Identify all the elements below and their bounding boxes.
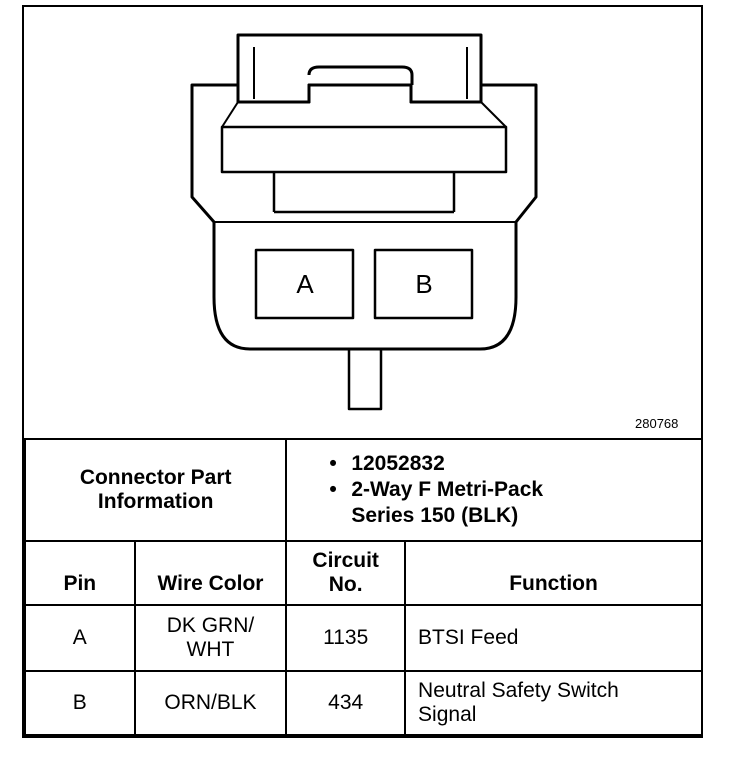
connector-housing — [190, 83, 538, 351]
row-a-function: BTSI Feed — [404, 604, 703, 672]
connector-diagram: A B — [190, 33, 538, 411]
connector-table: Connector Part Information 12052832 2-Wa… — [23, 438, 703, 736]
row-a-pin: A — [24, 604, 136, 672]
row-b-wire-color: ORN/BLK — [133, 670, 288, 736]
row-a-circuit: 1135 — [285, 604, 407, 672]
pin-label-a: A — [296, 269, 314, 299]
header-function: Function — [404, 540, 703, 606]
row-b-function: Neutral Safety Switch Signal — [404, 670, 703, 736]
row-b-circuit: 434 — [285, 670, 407, 736]
table-row: B ORN/BLK 434 Neutral Safety Switch Sign… — [24, 670, 703, 736]
latch-slot — [307, 65, 414, 85]
diagram-reference-number: 280768 — [635, 416, 679, 431]
header-wire-color: Wire Color — [133, 540, 288, 606]
header-pin: Pin — [24, 540, 136, 606]
part-number: 12052832 — [327, 451, 701, 477]
table-row: A DK GRN/ WHT 1135 BTSI Feed — [24, 604, 703, 672]
row-b-pin: B — [24, 670, 136, 736]
pin-label-b: B — [415, 269, 432, 299]
connector-info-label: Connector Part Information — [23, 438, 288, 542]
connector-info-row: Connector Part Information 12052832 2-Wa… — [23, 438, 703, 542]
connector-sheet: A B 280768 Connector Part Information 12… — [22, 5, 703, 738]
table-header-row: Pin Wire Color Circuit No. Function — [24, 540, 703, 606]
row-a-wire-color: DK GRN/ WHT — [133, 604, 288, 672]
header-circuit-no: Circuit No. — [285, 540, 407, 606]
connector-info-list: 12052832 2-Way F Metri-Pack Series 150 (… — [327, 451, 701, 529]
wire-lead — [347, 347, 383, 411]
connector-info-values: 12052832 2-Way F Metri-Pack Series 150 (… — [285, 438, 703, 542]
pin-cavity-b — [373, 248, 474, 320]
connector-description: 2-Way F Metri-Pack Series 150 (BLK) — [327, 477, 701, 529]
pin-cavity-a — [254, 248, 355, 320]
